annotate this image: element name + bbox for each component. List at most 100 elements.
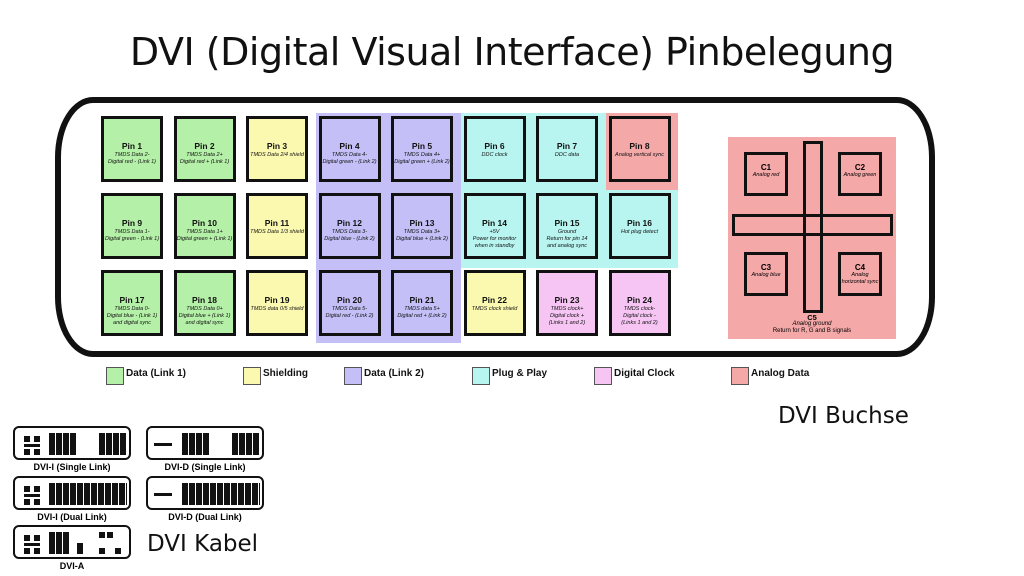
pin-10-desc-2: Digital green + (Link 1) (176, 236, 233, 242)
pin-7-desc-1: DDC data (554, 152, 580, 158)
pin-15-label: Pin 15 (554, 218, 580, 228)
pin-13-desc-2: Digital blue + (Link 2) (396, 236, 448, 242)
pin-c3-desc: Analog blue (751, 272, 781, 278)
analog-cross-center (806, 217, 820, 233)
legend-swatch-clock (594, 367, 612, 385)
legend-swatch-link1 (106, 367, 124, 385)
pin-23-desc-2: Digital clock + (549, 313, 585, 319)
cable-dvi-a-caption: DVI-A (59, 561, 85, 571)
pin-11-label: Pin 11 (264, 218, 290, 228)
cable-dvi-d-dual-caption: DVI-D (Dual Link) (168, 512, 242, 522)
pin-13-desc-1: TMDS Data 3+ (403, 229, 441, 235)
legend-label-pnp: Plug & Play (492, 368, 548, 379)
pin-c5: C5 Analog ground Return for R, G and B s… (736, 314, 888, 335)
pin-c2-label: C2 (854, 163, 866, 172)
pin-2-desc-1: TMDS Data 2+ (186, 152, 223, 158)
pin-c2: C2 Analog green (838, 152, 882, 196)
analog-cross-vertical (803, 141, 823, 313)
pin-c4-desc-2: horizontal sync (841, 279, 879, 285)
pin-11-desc-1: TMDS Data 1/3 shield (250, 229, 304, 235)
pin-22-desc-1: TMDS clock shield (471, 306, 518, 312)
pin-21-desc-2: Digital red + (Link 2) (397, 313, 447, 319)
pin-17-desc-3: and digital sync (113, 320, 151, 326)
pin-c5-label: C5 (807, 313, 817, 322)
pin-5-desc-2: Digital green + (Link 2) (394, 159, 450, 165)
legend-swatch-pnp (472, 367, 490, 385)
cable-dvi-i-dual-caption: DVI-I (Dual Link) (37, 512, 107, 522)
pin-22-label: Pin 22 (481, 295, 508, 305)
pin-c5-desc-1: Analog ground (792, 321, 832, 327)
pin-1-label: Pin 1 (121, 141, 143, 151)
pin-24-desc-1: TMDS clock- (623, 306, 656, 312)
legend-label-shield: Shielding (263, 368, 308, 379)
pin-9-desc-2: Digital green - (Link 1) (104, 236, 160, 242)
pin-20-label: Pin 20 (336, 295, 363, 305)
cable-dvi-a-shape (13, 525, 131, 559)
pin-17-desc-2: Digital blue - (Link 1) (106, 313, 158, 319)
pin-c4-desc-1: Analog (851, 272, 869, 278)
cable-dvi-d-dual-shape (146, 476, 264, 510)
pin-7-label: Pin 7 (556, 141, 578, 151)
pin-c1-desc: Analog red (752, 172, 780, 178)
pin-12-desc-2: Digital blue - (Link 2) (324, 236, 375, 242)
pin-24-desc-3: (Links 1 and 2) (621, 320, 658, 326)
pin-16-desc-1: Hot plug detect (621, 229, 658, 235)
pin-12-label: Pin 12 (336, 218, 363, 228)
pin-15-desc-2: Return for pin 14 (546, 236, 588, 242)
legend-swatch-analog (731, 367, 749, 385)
legend-label-link2: Data (Link 2) (364, 368, 425, 379)
pin-10-label: Pin 10 (191, 218, 218, 228)
pin-c1-label: C1 (760, 163, 772, 172)
pin-c5-desc-2: Return for R, G and B signals (772, 328, 852, 334)
pin-2-label: Pin 2 (194, 141, 215, 151)
legend-label-link1: Data (Link 1) (126, 368, 187, 379)
pin-24-desc-2: Digital clock - (623, 313, 656, 319)
pin-4-desc-1: TMDS Data 4- (331, 152, 368, 158)
pin-c3-label: C3 (760, 263, 772, 272)
pin-c4-label: C4 (854, 263, 866, 272)
analog-cross-horizontal (732, 214, 893, 236)
cable-dvi-d-single-shape (146, 426, 264, 460)
pin-18-desc-2: Digital blue + (Link 1) (178, 313, 231, 319)
pin-c1: C1 Analog red (744, 152, 788, 196)
pin-c3: C3 Analog blue (744, 252, 788, 296)
analog-pin-area (728, 137, 896, 339)
pin-21-label: Pin 21 (409, 295, 435, 305)
pin-18-desc-1: TMDS Data 0+ (186, 306, 223, 312)
pin-14-desc-1: +5V (489, 229, 500, 235)
page-title: DVI (Digital Visual Interface) Pinbelegu… (129, 30, 895, 74)
cable-dvi-i-single-shape (13, 426, 131, 460)
pin-9-label: Pin 9 (121, 218, 143, 228)
pin-17-label: Pin 17 (119, 295, 145, 305)
pin-6-desc-1: DDC clock (481, 152, 508, 158)
pin-15-desc-3: and analog sync (546, 243, 588, 249)
pin-8-desc-1: Analog vertical sync (615, 152, 664, 158)
pin-4-desc-2: Digital green - (Link 2) (322, 159, 377, 165)
pin-24-label: Pin 24 (626, 295, 653, 305)
pin-18-desc-3: and digital sync (185, 320, 224, 326)
pin-21-desc-1: TMDS data 5+ (404, 306, 440, 312)
socket-label: DVI Buchse (778, 403, 909, 429)
pin-10-desc-1: TMDS Data 1+ (186, 229, 223, 235)
legend-swatch-shield (243, 367, 261, 385)
pin-17-desc-1: TMDS Data 0- (114, 306, 150, 312)
